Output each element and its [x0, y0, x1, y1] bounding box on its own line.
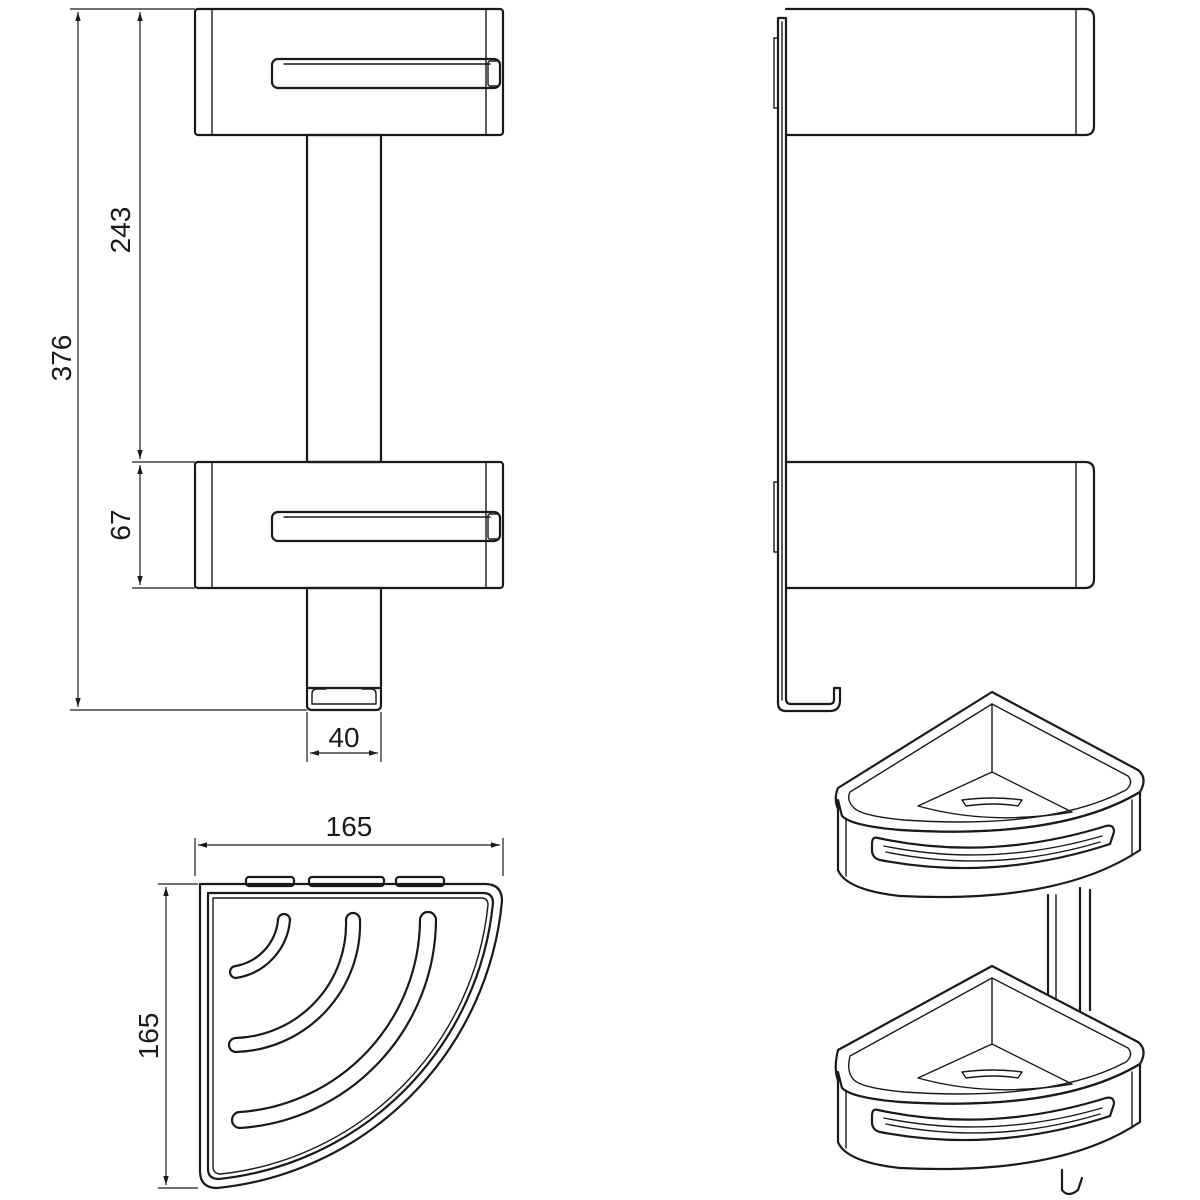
top-view: 165 165: [133, 811, 504, 1190]
upper-shelf-side: [784, 7, 1096, 137]
dim-label-upper-spacing: 243: [105, 207, 136, 254]
dim-label-total-height: 376: [46, 335, 77, 382]
lower-shelf-side: [784, 460, 1096, 590]
iso-upper-basket: [834, 690, 1145, 899]
lower-shelf-front: [193, 460, 505, 590]
dim-label-shelf-width: 165: [326, 811, 373, 842]
post-foot: [305, 686, 383, 712]
side-view: [773, 7, 1096, 713]
iso-post: [1046, 886, 1092, 1017]
upper-shelf-front: [193, 7, 505, 137]
iso-lower-basket: [834, 964, 1145, 1196]
front-view: 376 243 67 40: [46, 7, 505, 762]
post-lower-segment: [305, 586, 383, 690]
dim-post-width: 40: [306, 712, 382, 762]
dim-total-height: 376: [46, 8, 307, 711]
drain-slots: [227, 910, 438, 1130]
dim-shelf-height: 67: [105, 465, 143, 585]
dim-label-shelf-depth: 165: [133, 1013, 164, 1060]
mounting-tabs: [244, 875, 446, 888]
shelf-outline-top: [198, 882, 504, 1190]
isometric-view: [834, 690, 1145, 1196]
iso-post-foot: [1060, 1168, 1084, 1196]
dim-label-shelf-height: 67: [105, 509, 136, 540]
dim-shelf-depth: 165: [133, 883, 198, 1189]
post-upper-segment: [305, 133, 383, 464]
wall-bracket: [776, 16, 842, 713]
dim-shelf-width: 165: [194, 811, 504, 876]
dim-label-post-width: 40: [328, 722, 359, 753]
dim-upper-spacing: 243: [105, 12, 195, 589]
